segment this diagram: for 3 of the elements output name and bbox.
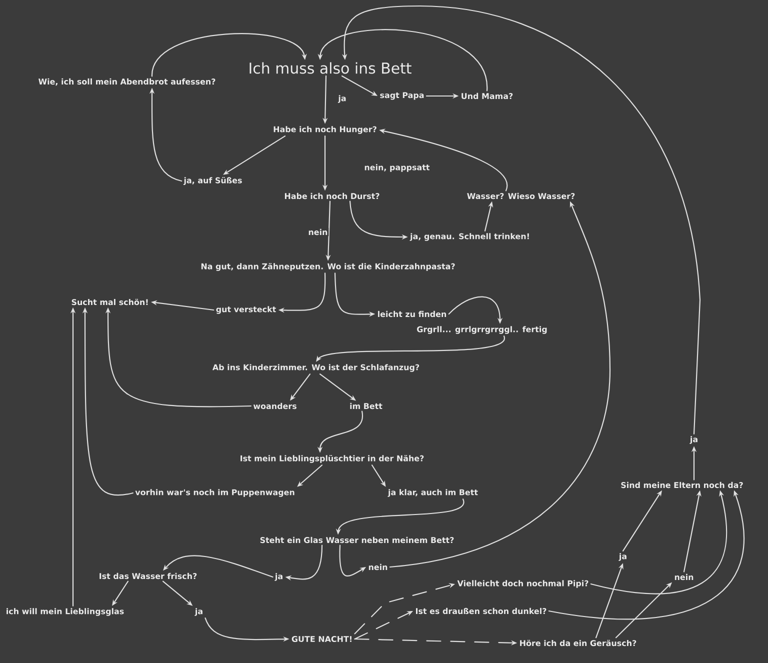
arrow (151, 33, 307, 77)
title-text: Ich muss also ins Bett (250, 62, 412, 74)
arrow (163, 555, 274, 578)
